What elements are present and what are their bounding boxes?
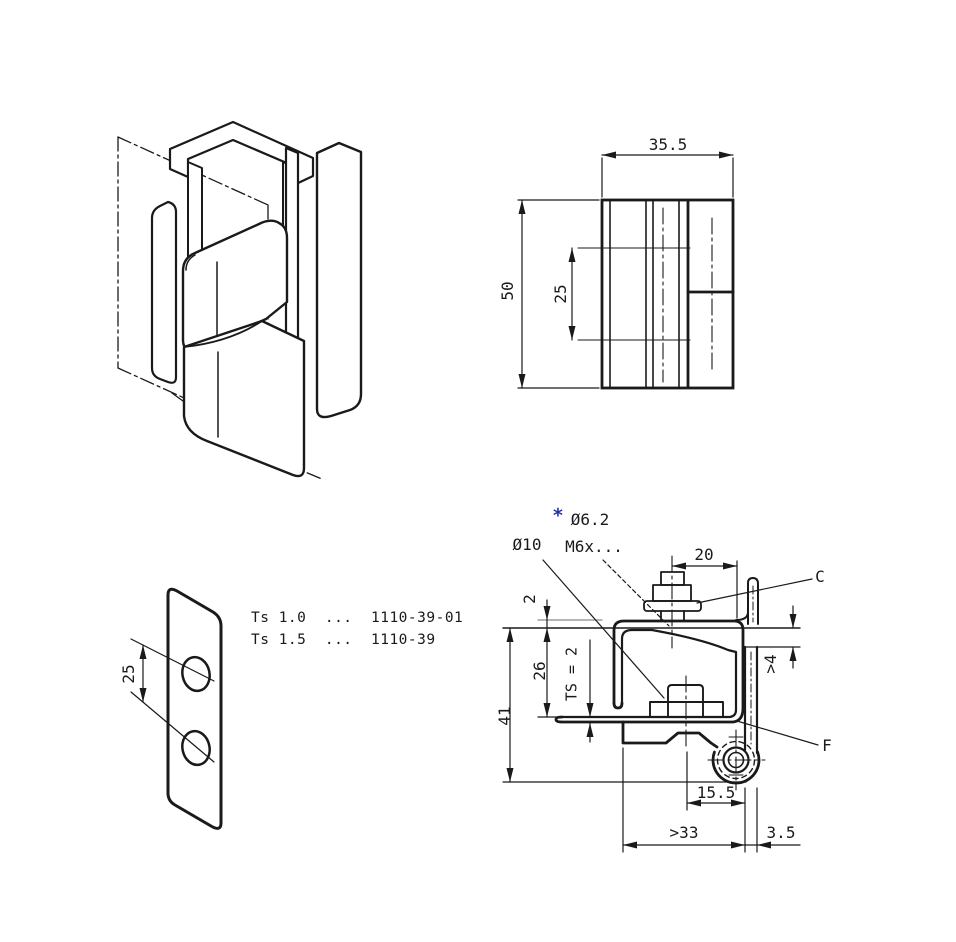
dim-gap-label: 3.5 [766,823,796,842]
dim-height-section-label: 41 [495,706,514,726]
front-view [517,151,735,390]
dim-depth-label: 26 [530,661,549,681]
dim-min-width-label: >33 [669,823,699,842]
dim-hole-pitch-front-label: 25 [551,284,570,304]
iso-view [117,120,363,480]
dim-width-label: 35.5 [648,135,688,154]
dim-pin-offset-label: 15.5 [696,783,736,802]
plate-view [130,587,223,830]
thickness-note-line2: Ts 1.5 ... 1110-39 [251,632,436,648]
dim-flange-width-label: 20 [694,545,714,564]
thread-label: M6x... [565,537,623,556]
stud-dia-label: Ø6.2 [570,510,610,529]
detail-c-label: C [815,567,825,586]
dim-hole-pitch-plate-label: 25 [119,664,138,684]
footnote-star: * [552,504,564,527]
dim-offset-label: 2 [520,594,539,604]
section-view [502,555,819,853]
dim-sheet-thickness-label: TS = 2 [562,646,581,702]
dim-clearance-label: >4 [761,654,780,674]
dim-height-label: 50 [498,281,517,301]
hole-dia-label: Ø10 [512,535,542,554]
thickness-note-line1: Ts 1.0 ... 1110-39-01 [251,610,464,626]
detail-f-label: F [822,736,832,755]
